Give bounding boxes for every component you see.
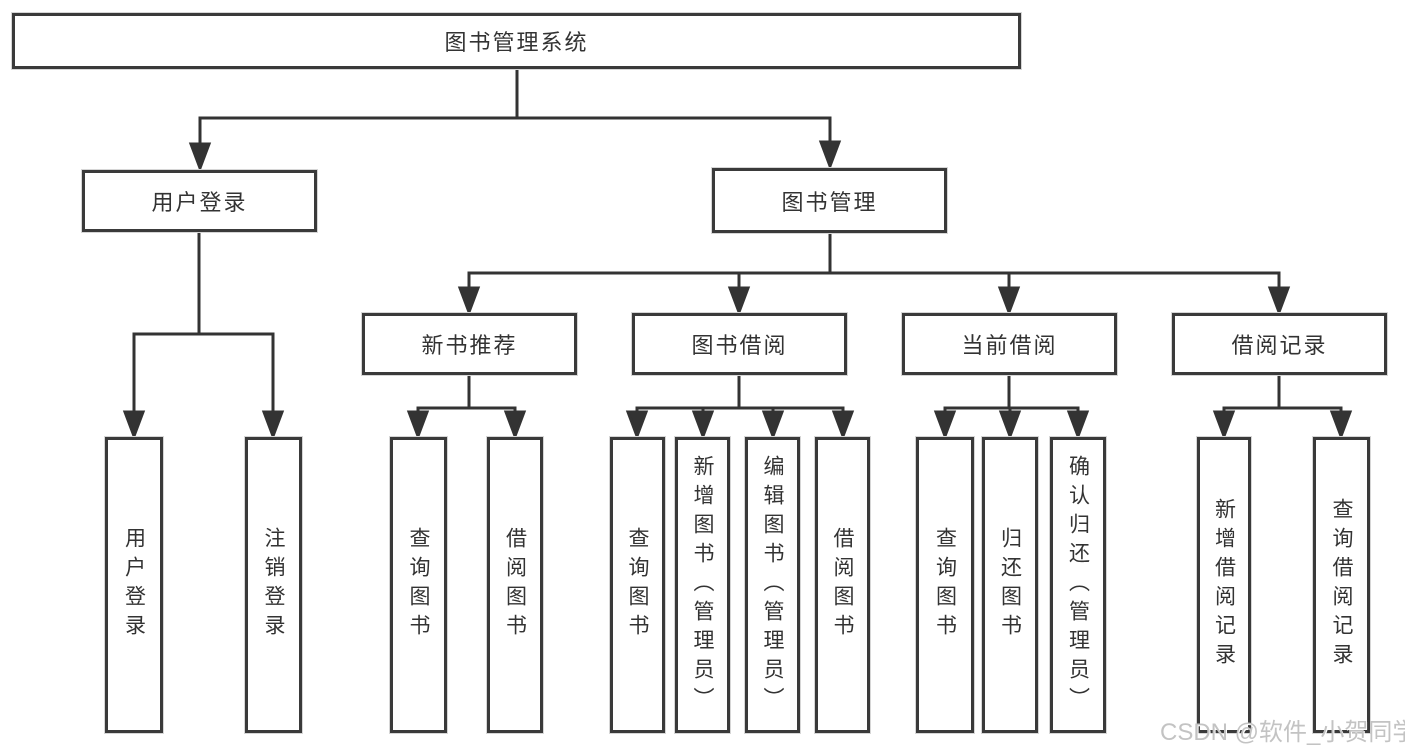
node-borrowing-records: 借阅记录 bbox=[1172, 313, 1387, 375]
node-label: 图书管理 bbox=[781, 189, 878, 215]
node-root: 图书管理系统 bbox=[12, 13, 1021, 69]
node-label: 当前借阅 bbox=[961, 333, 1058, 358]
connector-bookborrow-to-leaves bbox=[625, 373, 855, 441]
connector-line bbox=[198, 67, 832, 150]
node-book-borrowing: 图书借阅 bbox=[632, 313, 847, 375]
arrow-down-icon bbox=[261, 410, 285, 441]
node-label: 编辑图书（管理员） bbox=[761, 454, 784, 716]
connector-line bbox=[943, 373, 1080, 418]
arrow-down-icon bbox=[1267, 286, 1291, 317]
arrow-down-icon bbox=[457, 286, 481, 317]
leaf-return-books: 归还图书 bbox=[982, 437, 1038, 733]
arrow-down-icon bbox=[122, 410, 146, 441]
leaf-borrow-books: 借阅图书 bbox=[487, 437, 543, 733]
leaf-query-books: 查询图书 bbox=[610, 437, 665, 733]
connector-bookmgmt-to-level3 bbox=[457, 231, 1291, 317]
node-label: 新增借阅记录 bbox=[1212, 498, 1236, 672]
connector-line bbox=[132, 230, 275, 418]
leaf-edit-book-admin: 编辑图书（管理员） bbox=[745, 437, 800, 733]
node-label: 借阅记录 bbox=[1231, 333, 1328, 358]
node-label: 借阅图书 bbox=[503, 527, 527, 643]
connector-line bbox=[635, 373, 845, 418]
arrow-down-icon bbox=[831, 410, 855, 441]
leaf-add-book-admin: 新增图书（管理员） bbox=[675, 437, 730, 733]
node-label: 查询图书 bbox=[626, 527, 649, 643]
node-current-borrowing: 当前借阅 bbox=[902, 313, 1117, 375]
arrow-down-icon bbox=[998, 410, 1022, 441]
leaf-query-books: 查询图书 bbox=[916, 437, 974, 733]
connector-newbook-to-leaves bbox=[406, 373, 527, 441]
connector-line bbox=[467, 231, 1281, 294]
leaf-user-login: 用户登录 bbox=[105, 437, 163, 733]
connector-root-to-level2 bbox=[188, 67, 842, 173]
node-label: 用户登录 bbox=[151, 190, 248, 215]
node-book-management: 图书管理 bbox=[712, 168, 947, 233]
node-label: 用户登录 bbox=[122, 527, 146, 643]
arrow-down-icon bbox=[406, 410, 430, 441]
connector-records-to-leaves bbox=[1212, 373, 1353, 441]
leaf-borrow-books: 借阅图书 bbox=[815, 437, 870, 733]
node-new-book-recommendation: 新书推荐 bbox=[362, 313, 577, 375]
leaf-query-borrow-record: 查询借阅记录 bbox=[1313, 437, 1370, 733]
arrow-down-icon bbox=[727, 286, 751, 317]
leaf-confirm-return-admin: 确认归还（管理员） bbox=[1050, 437, 1106, 733]
leaf-query-books: 查询图书 bbox=[390, 437, 447, 733]
arrow-down-icon bbox=[933, 410, 957, 441]
watermark: CSDN @软件_小贺同学 bbox=[1160, 719, 1405, 746]
arrow-down-icon bbox=[1066, 410, 1090, 441]
node-label: 查询借阅记录 bbox=[1330, 498, 1353, 672]
connector-currentborrow-to-leaves bbox=[933, 373, 1090, 441]
node-label: 新书推荐 bbox=[421, 333, 518, 358]
connector-line bbox=[416, 373, 517, 418]
node-user-login: 用户登录 bbox=[82, 170, 317, 232]
node-label: 新增图书（管理员） bbox=[691, 454, 714, 716]
node-label: 确认归还（管理员） bbox=[1066, 454, 1090, 716]
node-label: 借阅图书 bbox=[831, 527, 854, 643]
leaf-logout: 注销登录 bbox=[245, 437, 302, 733]
leaf-add-borrow-record: 新增借阅记录 bbox=[1197, 437, 1251, 733]
arrow-down-icon bbox=[188, 142, 212, 173]
arrow-down-icon bbox=[818, 140, 842, 171]
node-label: 查询图书 bbox=[933, 527, 957, 643]
node-label: 图书管理系统 bbox=[444, 30, 589, 55]
arrow-down-icon bbox=[503, 410, 527, 441]
arrow-down-icon bbox=[997, 286, 1021, 317]
arrow-down-icon bbox=[691, 410, 715, 441]
arrow-down-icon bbox=[1212, 410, 1236, 441]
connector-line bbox=[1222, 373, 1343, 418]
node-label: 查询图书 bbox=[407, 527, 430, 643]
arrow-down-icon bbox=[761, 410, 785, 441]
arrow-down-icon bbox=[1329, 410, 1353, 441]
connector-userlogin-to-leaves bbox=[122, 230, 285, 441]
arrow-down-icon bbox=[625, 410, 649, 441]
node-label: 归还图书 bbox=[998, 527, 1022, 643]
node-label: 图书借阅 bbox=[691, 333, 788, 358]
node-label: 注销登录 bbox=[262, 527, 285, 643]
